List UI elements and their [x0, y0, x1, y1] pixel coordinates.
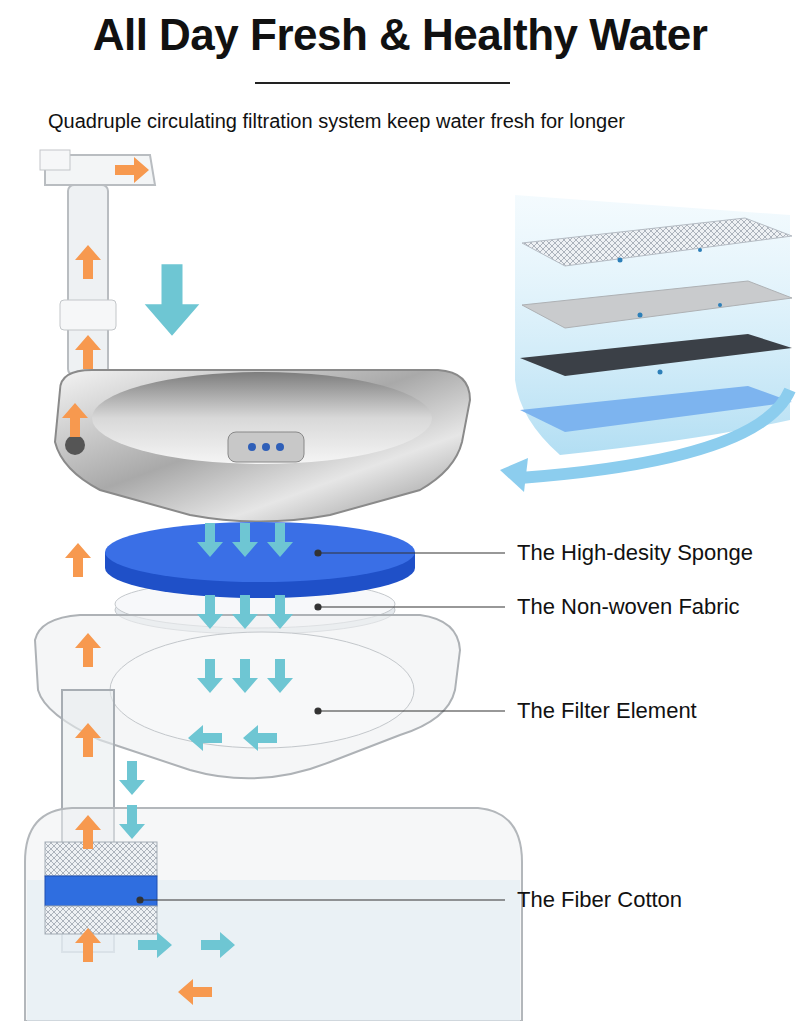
- inflow-arrows: [119, 264, 293, 958]
- title-rule: [255, 82, 510, 84]
- page-title: All Day Fresh & Healthy Water: [93, 10, 708, 60]
- leader-lines: [137, 550, 505, 903]
- part-label: The Filter Element: [517, 698, 697, 724]
- filter-layers: [500, 195, 792, 492]
- outflow-arrows: [62, 157, 212, 1005]
- water-tank: [25, 808, 522, 1021]
- part-label: The High-desity Sponge: [517, 540, 753, 566]
- faucet: [40, 150, 155, 375]
- part-label: The Fiber Cotton: [517, 887, 682, 913]
- part-label: The Non-woven Fabric: [517, 594, 740, 620]
- stainless-bowl: [55, 370, 470, 522]
- subtitle: Quadruple circulating filtration system …: [48, 110, 625, 133]
